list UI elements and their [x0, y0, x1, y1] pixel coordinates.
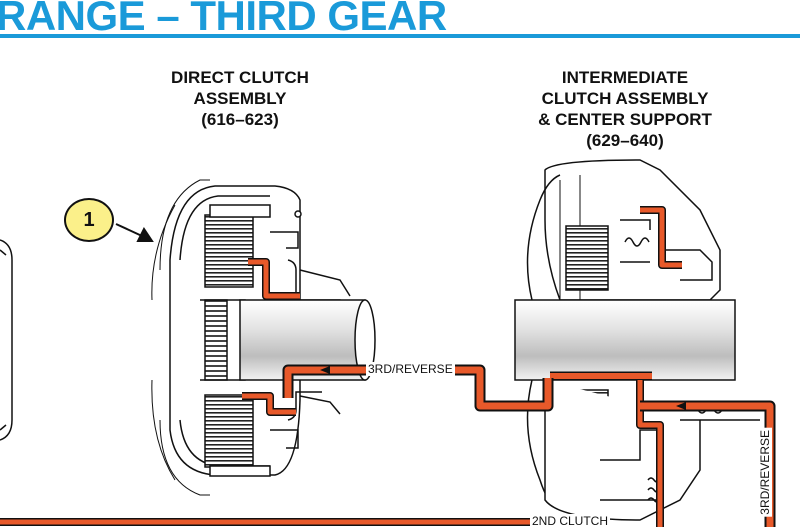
intermediate-clutch-heading-line4: (629–640)	[586, 131, 664, 150]
intermediate-clutch-heading-line1: INTERMEDIATE	[561, 68, 689, 87]
direct-clutch-heading-line3: (616–623)	[201, 110, 279, 129]
direct-clutch-drawing	[151, 179, 376, 496]
intermediate-clutch-heading-line2: CLUTCH ASSEMBLY	[541, 89, 709, 108]
title-underline	[0, 34, 800, 38]
previous-component-fragment	[0, 239, 13, 441]
third-reverse-vertical-label: 3RD/REVERSE	[758, 428, 772, 517]
callout-1: 1	[64, 198, 114, 242]
direct-clutch-heading: DIRECT CLUTCH ASSEMBLY (616–623)	[150, 67, 330, 130]
second-clutch-label: 2ND CLUTCH	[530, 514, 611, 528]
direct-clutch-oil-circuit	[242, 258, 300, 416]
intermediate-clutch-drawing	[514, 159, 760, 527]
page-title: RANGE – THIRD GEAR	[0, 0, 447, 39]
flow-arrows	[320, 366, 686, 410]
callout-arrow	[115, 223, 154, 242]
intermediate-clutch-heading-line3: & CENTER SUPPORT	[538, 110, 712, 129]
intermediate-clutch-heading: INTERMEDIATE CLUTCH ASSEMBLY & CENTER SU…	[515, 67, 735, 151]
third-reverse-label: 3RD/REVERSE	[366, 362, 455, 376]
direct-clutch-heading-line1: DIRECT CLUTCH	[171, 68, 309, 87]
direct-clutch-heading-line2: ASSEMBLY	[193, 89, 287, 108]
